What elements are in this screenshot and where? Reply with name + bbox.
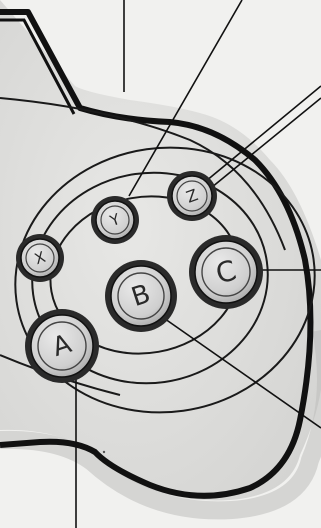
button-z[interactable]: Z: [167, 171, 217, 221]
button-x[interactable]: X: [16, 234, 64, 282]
print-speck: [103, 451, 105, 453]
button-a[interactable]: A: [25, 309, 99, 383]
button-c[interactable]: C: [189, 235, 263, 309]
button-y[interactable]: Y: [91, 196, 139, 244]
button-b[interactable]: B: [105, 260, 177, 332]
